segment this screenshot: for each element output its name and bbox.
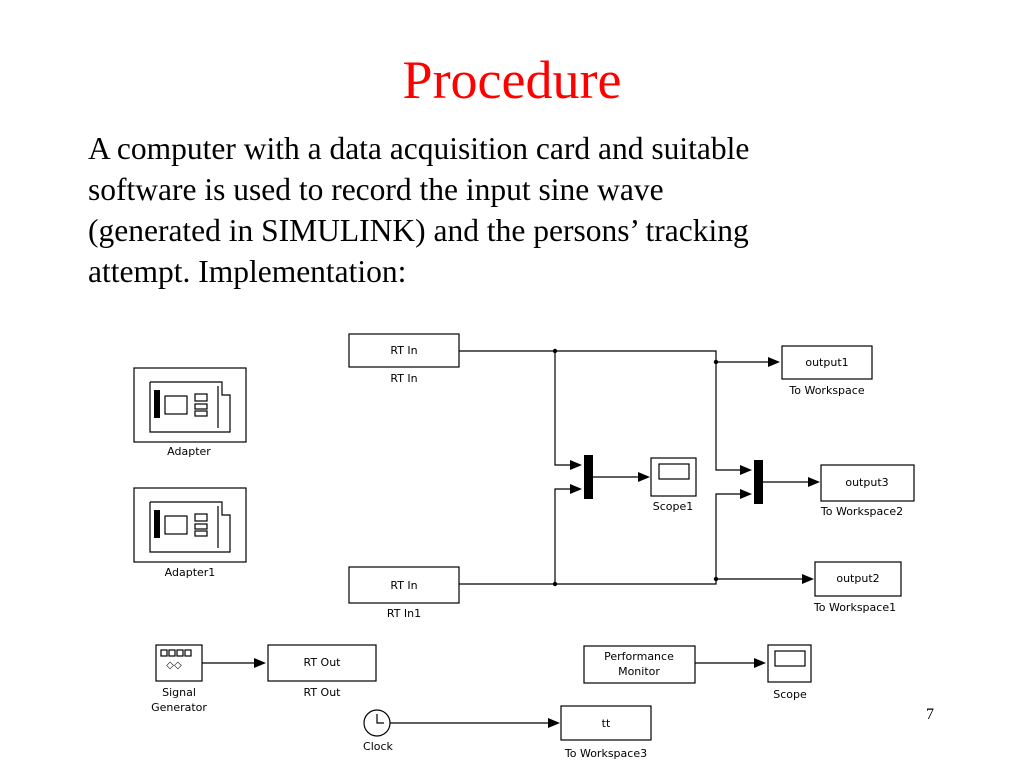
mux-1[interactable] xyxy=(584,455,593,499)
performance-monitor-text-2: Monitor xyxy=(618,665,660,678)
output2-text: output2 xyxy=(836,572,879,585)
adapter1-block[interactable]: Adapter1 xyxy=(133,487,247,579)
output3-block[interactable]: output3 To Workspace2 xyxy=(820,464,915,518)
tt-text: tt xyxy=(602,717,611,730)
output3-label: To Workspace2 xyxy=(820,505,903,518)
adapter-card-icon xyxy=(149,381,231,433)
signal-generator-icon: ◇◇ xyxy=(160,649,192,671)
adapter-block[interactable]: Adapter xyxy=(133,367,247,458)
scope-block[interactable]: Scope xyxy=(767,644,812,701)
output3-text: output3 xyxy=(845,476,888,489)
rt-in-label: RT In xyxy=(390,372,417,385)
body-line-4: attempt. Implementation: xyxy=(88,254,407,289)
clock-wire xyxy=(390,718,560,728)
tt-block[interactable]: tt To Workspace3 xyxy=(560,705,652,760)
output1-label: To Workspace xyxy=(788,384,864,397)
output2-block[interactable]: output2 To Workspace1 xyxy=(813,561,902,614)
page-number: 7 xyxy=(926,706,934,723)
adapter-label: Adapter xyxy=(167,445,211,458)
signal-generator-wire xyxy=(202,658,266,668)
signal-generator-label-1: Signal xyxy=(162,686,196,699)
rt-in1-label: RT In1 xyxy=(387,607,421,620)
scope-label: Scope xyxy=(773,688,807,701)
output1-block[interactable]: output1 To Workspace xyxy=(781,345,873,397)
mux-2[interactable] xyxy=(754,460,763,504)
signal-wires xyxy=(459,348,820,587)
body-line-1: A computer with a data acquisition card … xyxy=(88,131,750,166)
performance-monitor-text-1: Performance xyxy=(604,650,674,663)
body-line-3: (generated in SIMULINK) and the persons’… xyxy=(88,213,749,248)
scope-screen-icon xyxy=(774,650,806,667)
clock-label: Clock xyxy=(363,740,394,753)
rt-in-text: RT In xyxy=(390,344,417,357)
scope1-screen-icon xyxy=(658,463,690,480)
adapter-frame xyxy=(133,367,247,443)
rt-in1-block[interactable]: RT In RT In1 xyxy=(348,566,460,620)
signal-generator-block[interactable]: ◇◇ Signal Generator xyxy=(151,644,207,714)
clock-block[interactable]: Clock xyxy=(363,709,394,753)
scope1-block[interactable]: Scope1 xyxy=(650,457,697,513)
output1-text: output1 xyxy=(805,356,848,369)
adapter1-card-icon xyxy=(149,501,231,553)
performance-monitor-wire xyxy=(695,658,766,668)
rt-out-block[interactable]: RT Out RT Out xyxy=(267,644,377,699)
slide-body-text: A computer with a data acquisition card … xyxy=(88,128,948,292)
svg-text:◇◇: ◇◇ xyxy=(166,660,182,671)
performance-monitor-block[interactable]: Performance Monitor xyxy=(583,645,696,684)
tt-label: To Workspace3 xyxy=(564,747,647,760)
scope1-label: Scope1 xyxy=(653,500,694,513)
adapter1-frame xyxy=(133,487,247,563)
adapter1-label: Adapter1 xyxy=(165,566,216,579)
output2-label: To Workspace1 xyxy=(813,601,896,614)
rt-out-text: RT Out xyxy=(303,656,341,669)
body-line-2: software is used to record the input sin… xyxy=(88,172,664,207)
slide-title: Procedure xyxy=(402,50,622,110)
rt-out-label: RT Out xyxy=(303,686,341,699)
signal-generator-label-2: Generator xyxy=(151,701,207,714)
rt-in-block[interactable]: RT In RT In xyxy=(348,333,460,385)
rt-in1-text: RT In xyxy=(390,579,417,592)
